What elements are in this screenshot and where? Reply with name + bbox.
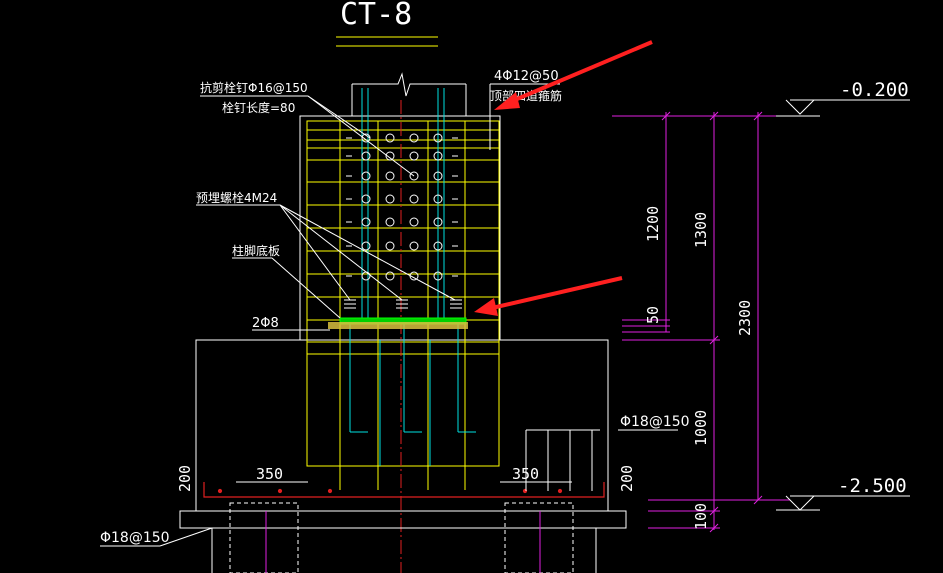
- elevation-bottom-symbol: [776, 495, 910, 511]
- label-rebar-left: Φ18@150: [100, 530, 170, 546]
- dim-350-left: 350: [256, 465, 283, 483]
- footing-rebar: [203, 482, 605, 498]
- dim-350-right: 350: [512, 465, 539, 483]
- dim-1000: 1000: [692, 410, 710, 446]
- elevation-bottom: -2.500: [838, 475, 907, 497]
- grout-layer: [328, 322, 468, 329]
- label-stud-length: 栓钉长度=80: [222, 100, 295, 115]
- dim-1300: 1300: [692, 212, 710, 248]
- leader-lines: [100, 83, 678, 547]
- dimension-lines: [612, 111, 790, 533]
- dim-50: 50: [644, 306, 662, 324]
- elevation-top-symbol: [776, 99, 910, 117]
- drawing-title: CT-8: [340, 0, 412, 32]
- column-break: [351, 72, 467, 116]
- label-base-plate: 柱脚底板: [232, 243, 280, 258]
- label-anchor-bolts: 预埋螺栓4M24: [196, 190, 277, 205]
- annotation-arrow-bottom: [474, 276, 623, 316]
- dim-200-right: 200: [618, 465, 636, 492]
- encasement-outline: [299, 115, 501, 341]
- column-flanges: [349, 88, 476, 466]
- pile-lines: [265, 511, 541, 573]
- dim-2300: 2300: [736, 300, 754, 336]
- shear-studs: [346, 133, 458, 281]
- label-rebar-right: Φ18@150: [620, 414, 690, 430]
- annotation-arrow-top: [494, 40, 653, 110]
- dim-100: 100: [692, 503, 710, 530]
- label-shear-studs: 抗剪栓钉Φ16@150: [200, 80, 308, 95]
- dim-1200: 1200: [644, 206, 662, 242]
- label-2phi8: 2Φ8: [252, 316, 279, 331]
- dim-200-left: 200: [176, 465, 194, 492]
- footing-outline: [179, 339, 627, 573]
- label-top-rebar: 4Φ12@50: [494, 69, 559, 84]
- footing-vertical-bars: [525, 429, 600, 491]
- elevation-top: -0.200: [840, 79, 909, 101]
- pier-cage: [306, 120, 500, 490]
